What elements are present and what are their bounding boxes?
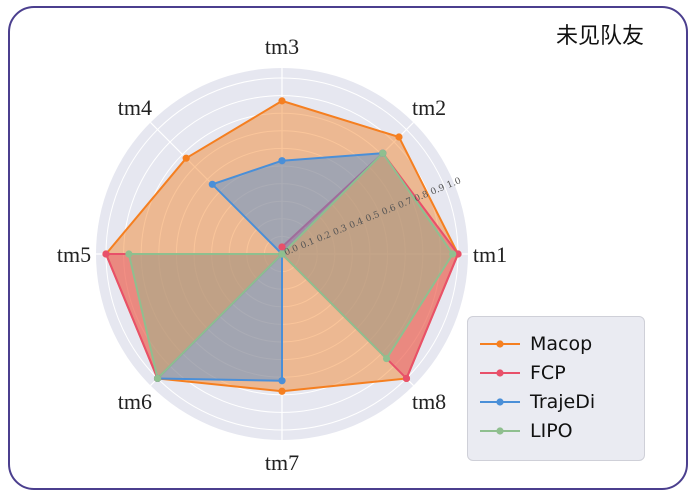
data-point-lipo bbox=[278, 250, 286, 258]
axis-label-tm1: tm1 bbox=[473, 242, 507, 267]
data-point-trajedi bbox=[208, 180, 216, 188]
legend-label: LIPO bbox=[530, 420, 573, 442]
data-point-macop bbox=[395, 133, 403, 141]
data-point-lipo bbox=[125, 250, 133, 258]
chart-title: 未见队友 bbox=[555, 24, 644, 49]
legend-marker-icon bbox=[480, 427, 520, 435]
axis-label-tm3: tm3 bbox=[265, 34, 299, 59]
data-point-lipo bbox=[379, 149, 387, 157]
chart-frame bbox=[8, 6, 688, 490]
data-point-macop bbox=[278, 97, 286, 105]
data-point-fcp bbox=[102, 250, 110, 258]
legend-marker-icon bbox=[480, 340, 520, 348]
data-point-lipo bbox=[449, 250, 457, 258]
data-point-macop bbox=[278, 387, 286, 395]
legend-label: Macop bbox=[530, 333, 593, 355]
data-point-lipo bbox=[382, 354, 391, 363]
legend-label: FCP bbox=[530, 362, 566, 384]
legend-label: TrajeDi bbox=[530, 391, 596, 413]
axis-label-tm2: tm2 bbox=[412, 95, 446, 120]
data-point-trajedi bbox=[278, 157, 286, 165]
data-point-lipo bbox=[153, 374, 162, 383]
axis-label-tm7: tm7 bbox=[265, 450, 299, 475]
legend-marker-icon bbox=[480, 369, 520, 377]
legend-marker-icon bbox=[480, 398, 520, 406]
data-point-fcp bbox=[454, 250, 462, 258]
legend-item-fcp: FCP bbox=[478, 360, 566, 386]
axis-label-tm4: tm4 bbox=[118, 95, 152, 120]
legend-item-trajedi: TrajeDi bbox=[478, 389, 595, 415]
data-point-trajedi bbox=[278, 377, 286, 385]
data-point-fcp bbox=[402, 374, 411, 383]
data-point-macop bbox=[182, 154, 190, 162]
legend-item-macop: Macop bbox=[478, 331, 592, 357]
axis-label-tm8: tm8 bbox=[412, 389, 446, 414]
axis-label-tm6: tm6 bbox=[118, 389, 152, 414]
data-point-fcp bbox=[278, 243, 286, 251]
legend-item-lipo: LIPO bbox=[478, 418, 573, 444]
axis-label-tm5: tm5 bbox=[57, 242, 91, 267]
series-area-lipo bbox=[127, 152, 454, 380]
